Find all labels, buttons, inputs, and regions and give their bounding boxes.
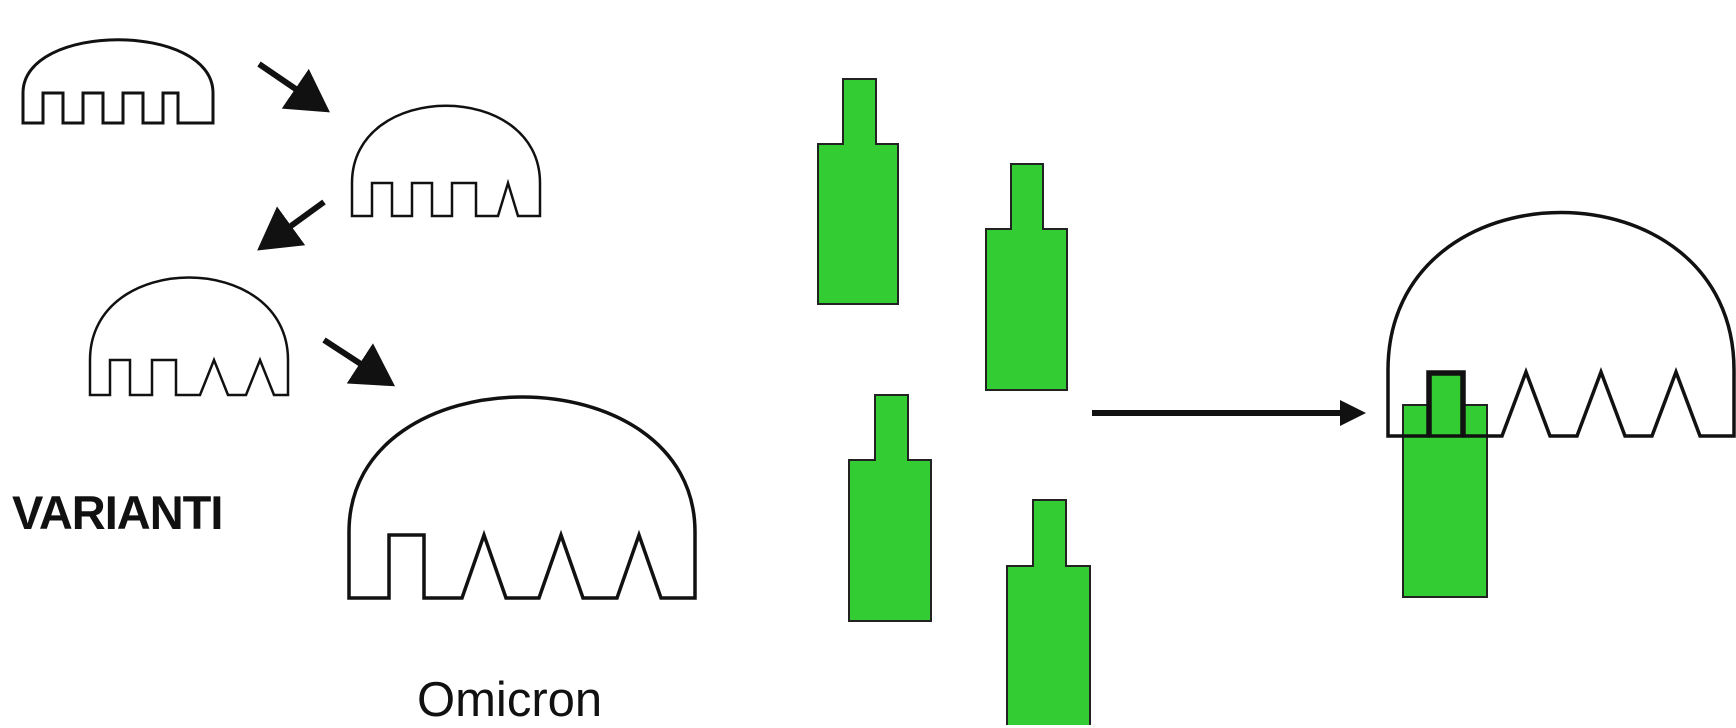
virus-variant-2 [350, 104, 542, 218]
antibody-shape [848, 394, 932, 622]
omicron-label: Omicron [417, 673, 603, 727]
variants-label: VARIANTI [12, 486, 223, 539]
antibody-shape [985, 163, 1068, 391]
virus-variant-1 [21, 38, 215, 125]
arrow-icon [257, 61, 330, 113]
arrow-icon [1092, 400, 1366, 426]
arrow-icon [257, 199, 326, 251]
antibody-shape [817, 78, 899, 305]
arrow-icon [322, 337, 396, 387]
antibody-stem [1428, 372, 1464, 438]
virus-variant-3 [88, 276, 290, 397]
virus-omicron-bound [1386, 210, 1736, 438]
antibody-shape [1006, 499, 1091, 725]
virus-omicron [347, 395, 697, 600]
